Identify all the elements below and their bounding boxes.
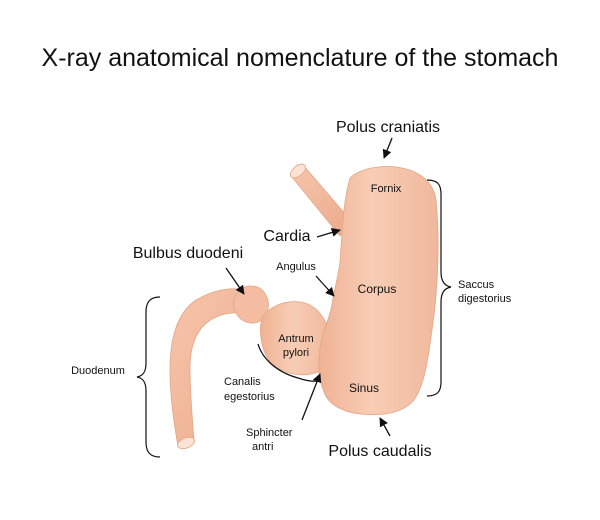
sphincter-label-line1: Sphincter xyxy=(246,427,293,439)
duodenum-shape xyxy=(169,288,265,450)
polus-craniatis-arrow xyxy=(382,137,393,159)
saccus-label-line2: digestorius xyxy=(458,293,512,305)
sphincter-arrow xyxy=(301,373,322,421)
bulbus-duodeni-label: Bulbus duodeni xyxy=(133,245,243,262)
diagram-title: X-ray anatomical nomenclature of the sto… xyxy=(42,44,559,72)
angulus-label: Angulus xyxy=(276,261,316,273)
polus-craniatis-label: Polus craniatis xyxy=(336,119,440,136)
stomach-body-shape xyxy=(318,166,439,416)
fornix-label: Fornix xyxy=(371,183,402,195)
corpus-label: Corpus xyxy=(358,282,397,296)
cardia-arrow xyxy=(316,228,341,238)
bulbus-arrow xyxy=(225,267,245,295)
angulus-arrow xyxy=(315,275,335,297)
sphincter-label-line2: antri xyxy=(252,441,273,453)
saccus-brace xyxy=(426,179,452,397)
duodenum-label: Duodenum xyxy=(71,365,125,377)
canalis-label-line1: Canalis xyxy=(224,376,261,388)
polus-caudalis-label: Polus caudalis xyxy=(328,443,431,460)
canalis-label-line2: egestorius xyxy=(224,391,275,403)
cardia-label: Cardia xyxy=(263,228,310,245)
antrum-label-line2: pylori xyxy=(283,347,309,359)
antrum-label-line1: Antrum xyxy=(278,333,313,345)
saccus-label-line1: Saccus xyxy=(458,279,495,291)
polus-caudalis-arrow xyxy=(379,417,391,437)
sinus-label: Sinus xyxy=(349,381,379,395)
duodenum-brace xyxy=(136,296,161,458)
